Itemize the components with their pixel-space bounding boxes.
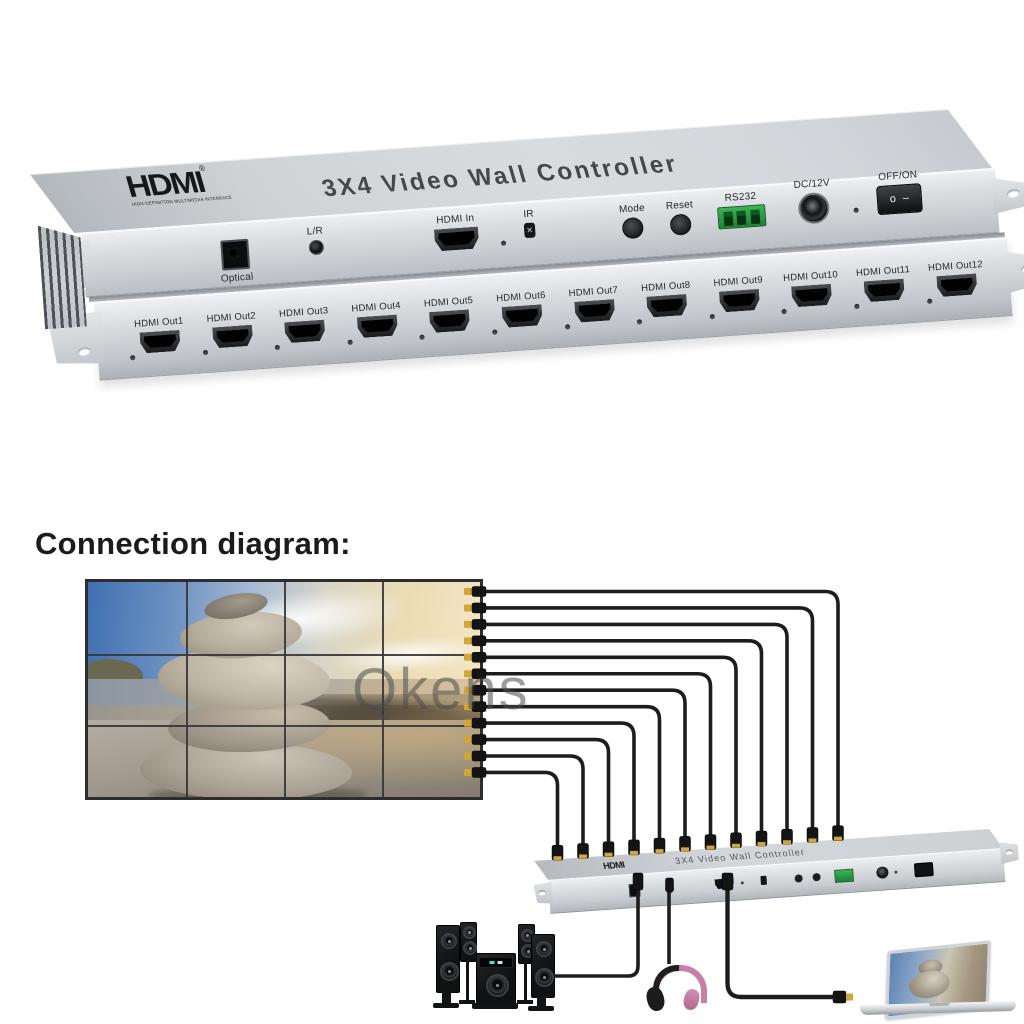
audio-plug — [665, 877, 674, 892]
hdmi-plug-tip — [464, 604, 473, 612]
hdmi-plug — [471, 668, 487, 679]
hdmi-plug — [471, 586, 487, 597]
hdmi-cable — [485, 671, 713, 837]
hdmi-plug — [471, 717, 487, 729]
hdmi-cable — [485, 589, 840, 828]
hdmi-plug-tip — [464, 588, 473, 595]
hdmi-plug-tip — [464, 752, 473, 760]
hdmi-plug — [721, 872, 734, 891]
diagram-heading: Connection diagram: — [35, 526, 351, 561]
hdmi-plug-tip — [834, 836, 842, 841]
subwoofer-base — [472, 1003, 518, 1009]
speaker-stand — [524, 962, 527, 1000]
speaker-tower — [436, 925, 460, 993]
hdmi-source-cable — [725, 889, 833, 1000]
hdmi-plug — [471, 684, 487, 696]
wall-grid-line — [284, 582, 286, 797]
hdmi-plug-tip — [846, 993, 853, 1001]
wall-grid-line — [186, 582, 188, 797]
hdmi-cable — [485, 770, 560, 848]
hdmi-plug-tip — [630, 850, 638, 855]
hdmi-plug-tip — [783, 840, 791, 845]
optical-cable — [554, 889, 640, 978]
watermark: Qkens — [352, 657, 530, 722]
hdmi-plug-tip — [604, 852, 613, 857]
speaker-tower — [531, 934, 555, 998]
headphones — [644, 960, 707, 1014]
speaker-stand — [442, 991, 451, 1003]
hdmi-plug-tip — [681, 847, 689, 852]
hdmi-plug-tip — [732, 843, 740, 848]
hdmi-plug-tip — [464, 719, 473, 727]
speaker-stand — [537, 996, 546, 1006]
hdmi-plug — [471, 602, 487, 614]
hdmi-plug-tip — [464, 686, 473, 694]
hdmi-plug — [471, 750, 487, 762]
wall-grid-line — [88, 653, 480, 656]
hdmi-plug-tip — [579, 854, 587, 859]
hdmi-plug-tip — [553, 856, 562, 861]
speaker-stand — [466, 960, 469, 1000]
speaker-base — [459, 1000, 475, 1004]
hdmi-cable — [485, 639, 764, 833]
hdmi-plug — [471, 619, 487, 630]
hdmi-cable — [485, 704, 662, 841]
video-wall — [85, 579, 483, 800]
subwoofer-display — [479, 957, 513, 968]
hdmi-cable — [485, 721, 636, 842]
hdmi-plug-tip — [464, 736, 473, 744]
hdmi-plug — [471, 701, 487, 712]
hdmi-plug-tip — [464, 670, 473, 678]
wall-image-hill — [88, 659, 143, 684]
hdmi-cable — [485, 622, 789, 832]
headphone-band — [653, 965, 707, 1003]
speaker-base — [433, 1003, 459, 1008]
speaker-base — [517, 1000, 533, 1004]
wall-grid-line — [382, 582, 384, 797]
speaker-system — [432, 922, 556, 1014]
hdmi-cable — [485, 754, 585, 846]
optical-plug — [632, 872, 644, 891]
speaker-base — [528, 1006, 554, 1011]
wall-grid-line — [88, 725, 480, 728]
hdmi-plug — [471, 635, 487, 647]
hdmi-plug-tip — [464, 653, 473, 661]
hdmi-plug-tip — [757, 842, 766, 847]
hdmi-plug — [471, 652, 487, 663]
hdmi-plug — [832, 990, 847, 1004]
hdmi-cable — [485, 655, 738, 835]
hdmi-plug — [471, 767, 487, 778]
hdmi-cable — [485, 737, 611, 844]
hdmi-cable — [485, 606, 815, 830]
hdmi-plug — [471, 734, 487, 745]
hdmi-plug-tip — [655, 849, 664, 854]
hdmi-plug-tip — [464, 703, 473, 711]
hdmi-plug-tip — [464, 637, 473, 645]
hdmi-plug-tip — [464, 768, 473, 776]
hdmi-plug-tip — [464, 620, 473, 628]
hdmi-cable — [485, 688, 687, 839]
hdmi-plug-tip — [706, 845, 715, 850]
subwoofer — [476, 953, 516, 1005]
hdmi-plug-tip — [808, 838, 817, 843]
